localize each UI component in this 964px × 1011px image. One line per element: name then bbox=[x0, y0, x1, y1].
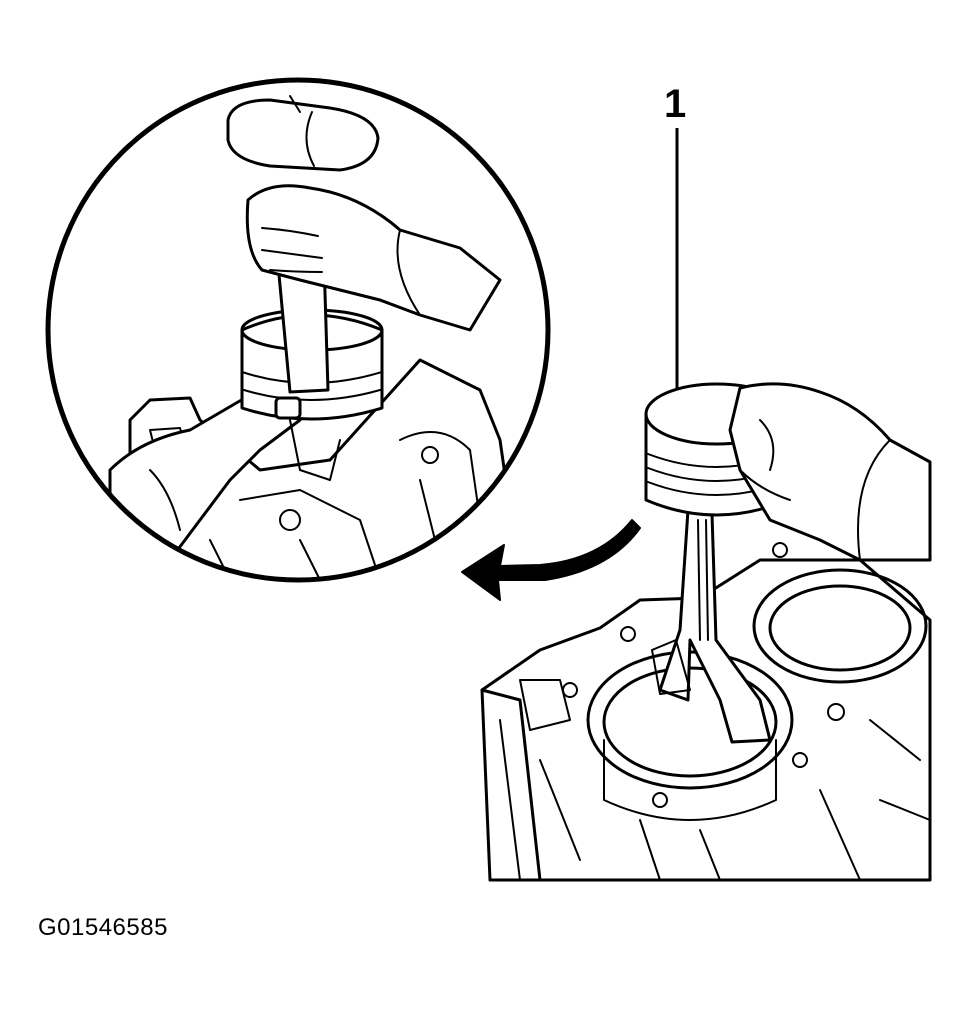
callout-number-1: 1 bbox=[664, 82, 687, 126]
curved-arrow bbox=[461, 519, 641, 601]
figure-id-label: G01546585 bbox=[38, 914, 168, 941]
main-hand bbox=[728, 382, 932, 562]
detail-circle-outline bbox=[45, 77, 551, 583]
detail-lower-hand bbox=[108, 390, 302, 562]
detail-view bbox=[45, 77, 551, 583]
detail-upper-hand bbox=[245, 184, 502, 332]
connecting-rod bbox=[651, 508, 772, 744]
